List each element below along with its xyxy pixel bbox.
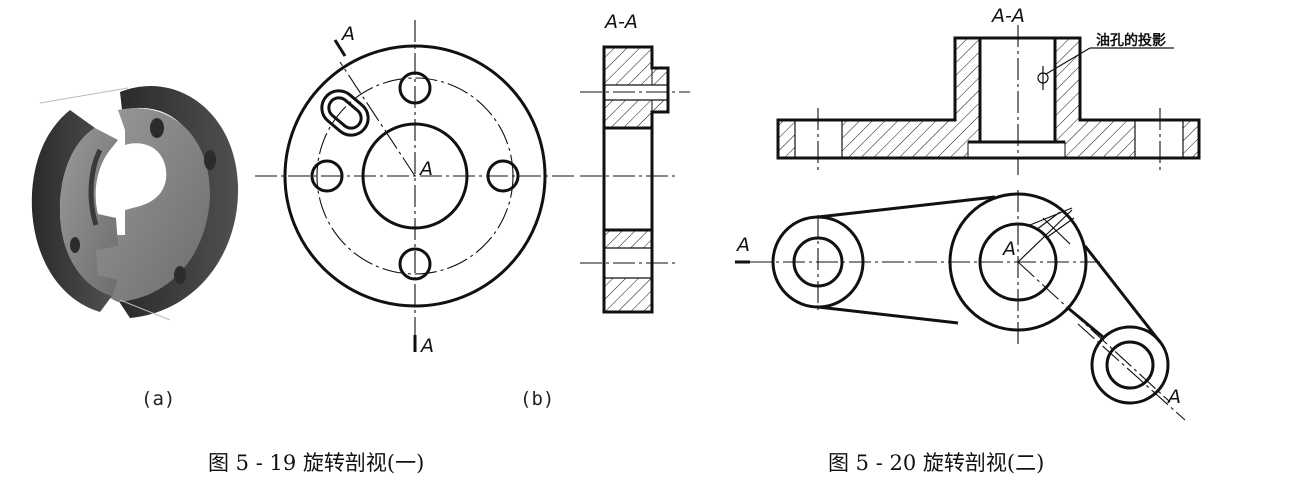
fig19-front-view	[255, 20, 575, 352]
fig20-cut-label-right: A	[1166, 386, 1181, 408]
fig19-section-title: A-A	[603, 11, 638, 33]
fig20-top-view	[735, 190, 1186, 421]
fig20-section-title: A-A	[990, 5, 1025, 27]
fig20-cut-label-left: A	[735, 234, 750, 256]
fig19-center-label: A	[418, 158, 433, 180]
fig19-isometric-view	[31, 85, 239, 321]
fig20-center-label: A	[1001, 238, 1016, 260]
fig19-section-view	[580, 45, 690, 314]
fig20-section-view	[776, 25, 1201, 175]
fig19-caption: 图 5 - 19 旋转剖视(一)	[208, 451, 424, 475]
fig19-cut-label-bottom: A	[419, 335, 434, 357]
fig19-sub-b-label: (b)	[520, 388, 554, 410]
fig19-cut-label-top: A	[340, 23, 355, 45]
fig20-oil-hole-note: 油孔的投影	[1096, 32, 1166, 49]
fig20-caption: 图 5 - 20 旋转剖视(二)	[828, 451, 1044, 475]
fig19-sub-a-label: (a)	[141, 388, 175, 410]
